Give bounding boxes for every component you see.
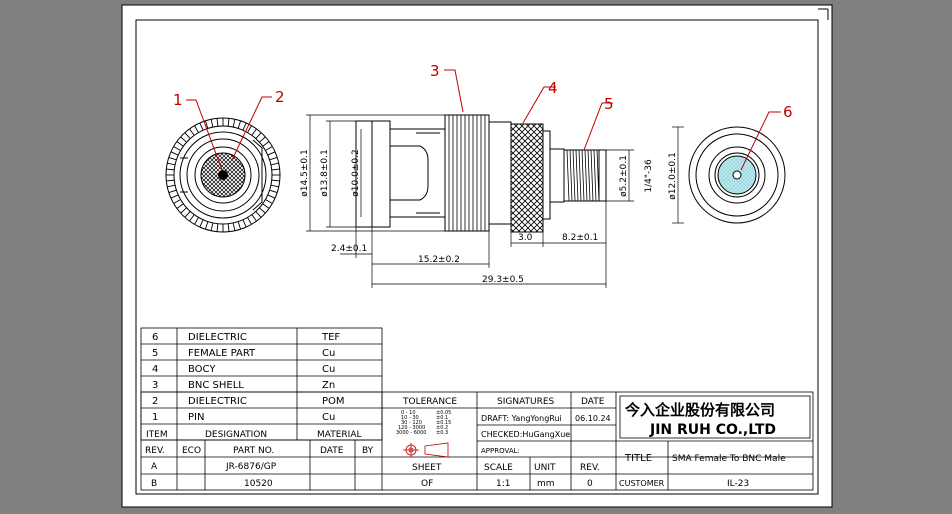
bom-designation-1: PIN [188,412,204,423]
dim-dia-5-2: ø5.2±0.1 [619,155,629,197]
title-block [140,391,814,491]
svg-text:120 - 3000: 120 - 3000 [398,425,425,431]
rev-value: 0 [587,479,593,489]
dim-dia-12-0: ø12.0±0.1 [668,152,678,199]
tolerance-table: 0 - 10 ±0.05 10 - 30 ±0.1 30 - 120 ±0.15 12… [396,410,451,436]
unit-label: UNIT [534,463,556,473]
sheet-label: SHEET [412,463,442,473]
checked-signature: CHECKED:HuGangXue [481,430,570,439]
dim-3-0: 3.0 [518,233,533,243]
rev-header-eco: ECO [182,446,201,456]
bom-material-2: POM [322,396,345,407]
sheet-value: OF [421,479,433,489]
rev-header-date: DATE [320,446,344,456]
callout-4: 4 [548,79,558,97]
rev-header-part-no: PART NO. [233,446,274,456]
bom-material-3: Zn [322,380,335,391]
scale-value: 1:1 [496,479,510,489]
bom-designation-2: DIELECTRIC [188,396,247,407]
svg-text:±0.1: ±0.1 [436,415,448,421]
callout-2: 2 [275,88,285,106]
dim-dia-13-8: ø13.8±0.1 [320,149,330,196]
rev-header-by: BY [362,446,374,456]
rev-row-a: A [151,462,158,472]
callout-1: 1 [173,91,183,109]
svg-text:±0.3: ±0.3 [436,430,448,436]
bom-material-5: Cu [322,348,335,359]
bom-item-5: 5 [152,348,158,359]
callout-5: 5 [604,95,614,113]
bom-material-6: TEF [321,332,340,343]
customer-label: CUSTOMER [619,479,665,488]
part-no-a: JR-6876/GP [225,462,277,472]
bom-material-1: Cu [322,412,335,423]
svg-text:10 - 30: 10 - 30 [401,415,419,421]
bnc-end-view [165,117,281,233]
part-no-b: 10520 [244,479,273,489]
bom-item-1: 1 [152,412,158,423]
rev-header-rev: REV. [145,446,165,456]
dim-thread: 1/4"-36 [644,159,654,193]
projection-symbol [403,442,449,458]
bom-header-designation: DESIGNATION [205,430,267,440]
svg-text:3000 - 6000: 3000 - 6000 [396,430,426,436]
dimension-lines [306,114,684,288]
unit-value: mm [537,479,555,489]
bom-material-4: Cu [322,364,335,375]
svg-text:±0.15: ±0.15 [436,420,451,426]
dim-8-2: 8.2±0.1 [562,233,598,243]
bom-designation-5: FEMALE PART [188,348,256,359]
rev-label: REV. [580,463,600,473]
bom-header-material: MATERIAL [317,430,362,440]
approval-signature: APPROVAL: [481,447,520,455]
bom-item-3: 3 [152,380,158,391]
date-value: 06.10.24 [575,414,611,423]
drawing-border [135,19,819,495]
title-label: TITLE [624,453,652,464]
bom-designation-6: DIELECTRIC [188,332,247,343]
dim-29-3: 29.3±0.5 [482,275,524,285]
callout-3: 3 [430,62,440,80]
tolerance-label: TOLERANCE [402,397,457,407]
svg-text:±0.2: ±0.2 [436,425,448,431]
dim-dia-14-5: ø14.5±0.1 [300,149,310,196]
bom-item-4: 4 [152,364,158,375]
sma-end-view [688,126,786,224]
draft-signature: DRAFT: YangYongRui [481,414,562,423]
bom-item-6: 6 [152,332,158,343]
svg-text:0 - 10: 0 - 10 [401,410,416,416]
dim-2-4: 2.4±0.1 [331,244,367,254]
dim-dia-10-0: ø10.0±0.2 [351,149,361,196]
bom-header-item: ITEM [146,430,168,440]
customer-value: IL-23 [727,479,749,489]
scale-label: SCALE [484,463,513,473]
bom-designation-3: BNC SHELL [188,380,244,391]
company-name-en: JIN RUH CO.,LTD [649,422,776,438]
bom-item-2: 2 [152,396,158,407]
svg-text:±0.05: ±0.05 [436,410,451,416]
callout-6: 6 [783,103,793,121]
title-value: SMA Female To BNC Male [672,454,786,464]
bom-designation-4: BOCY [188,364,216,375]
date-label: DATE [581,397,605,407]
callouts [186,69,781,171]
company-name-cn: 今入企业股份有限公司 [624,401,775,419]
rev-row-b: B [151,479,157,489]
signatures-label: SIGNATURES [497,397,555,407]
dim-15-2: 15.2±0.2 [418,255,460,265]
connector-side-view [355,114,607,233]
svg-text:30 - 120: 30 - 120 [401,420,422,426]
